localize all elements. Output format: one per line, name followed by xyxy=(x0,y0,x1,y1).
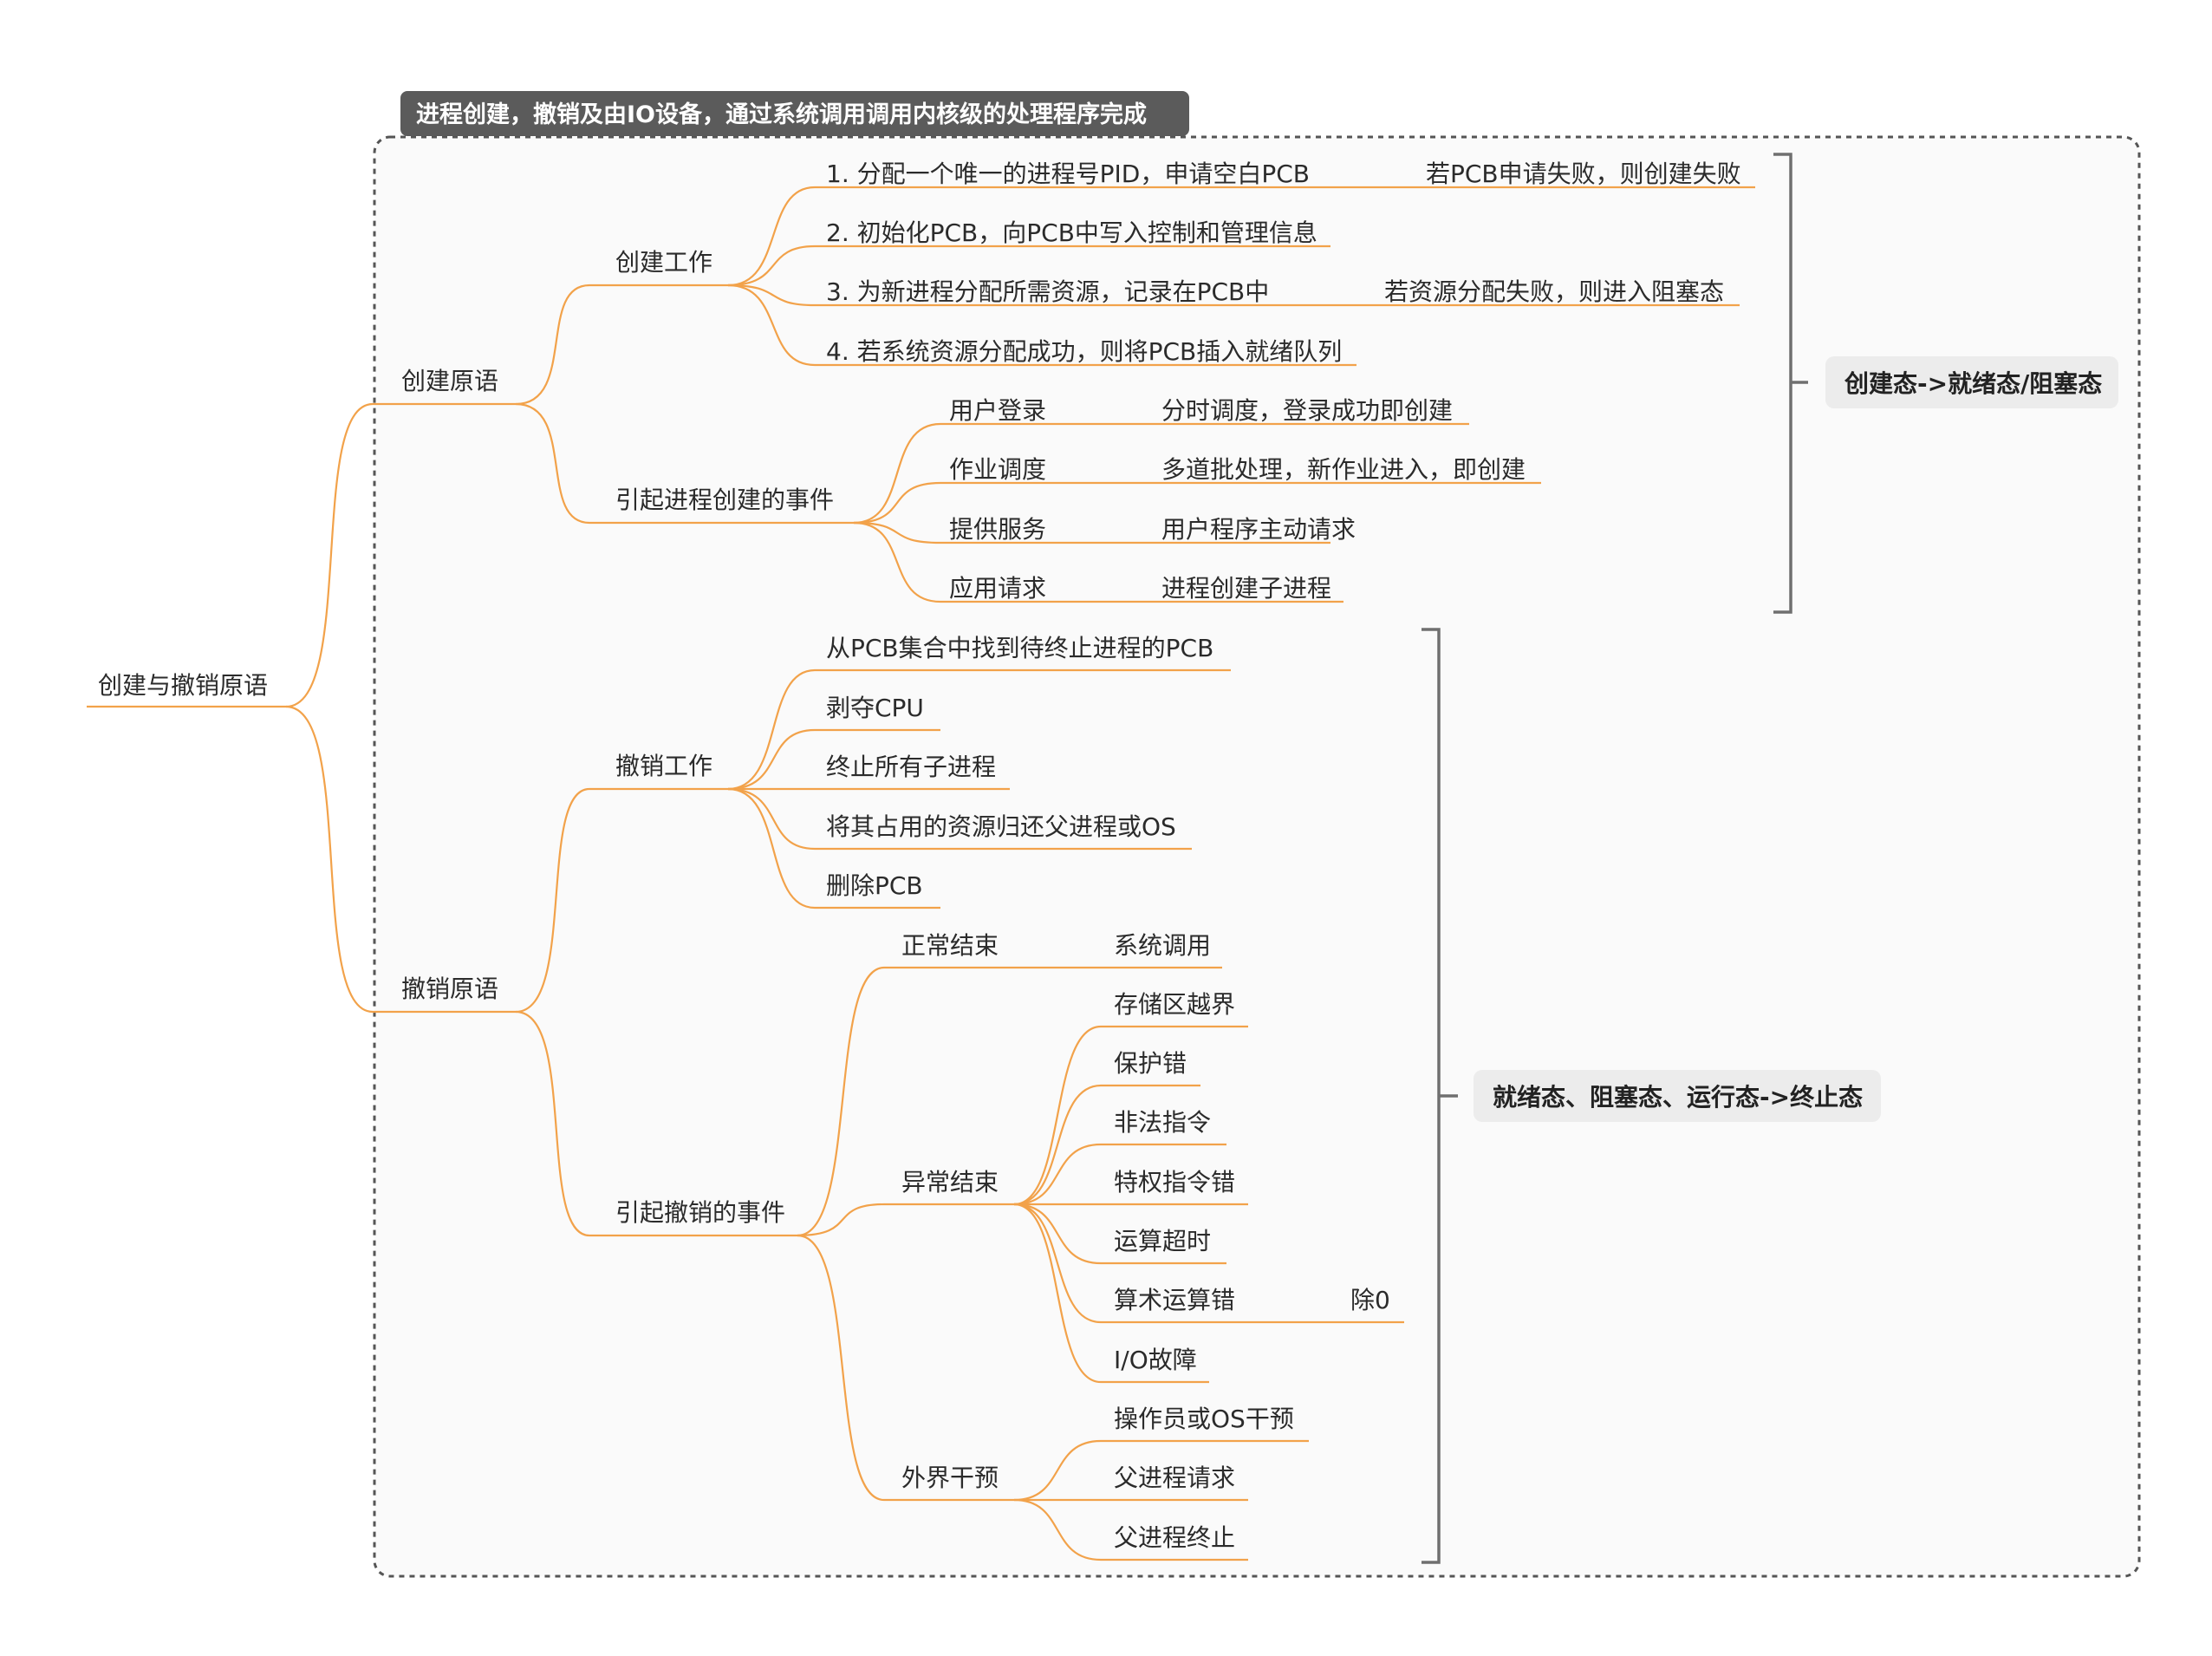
connector-ab-5 xyxy=(1013,1203,1102,1265)
connector-ab-7 xyxy=(1013,1203,1102,1384)
create-step-2[interactable]: 2. 初始化PCB，向PCB中写入控制和管理信息 xyxy=(826,218,1317,247)
destroy-step-5[interactable]: 删除PCB xyxy=(826,871,923,900)
destroy-node[interactable]: 撤销原语 xyxy=(401,975,498,1003)
connector-ab-2 xyxy=(1013,1084,1102,1206)
connector-cw-4 xyxy=(727,284,816,367)
abnormal-item-1[interactable]: 存储区越界 xyxy=(1114,990,1235,1019)
create-summary-bracket xyxy=(1773,153,1808,614)
abnormal-item-3[interactable]: 非法指令 xyxy=(1114,1108,1211,1137)
destroy-step-4[interactable]: 将其占用的资源归还父进程或OS xyxy=(826,812,1176,841)
create-node[interactable]: 创建原语 xyxy=(401,367,498,395)
connector-de-normal xyxy=(797,966,885,1237)
connector-dw-5 xyxy=(727,787,816,909)
create-events-node[interactable]: 引起进程创建的事件 xyxy=(615,486,834,514)
create-event-4-detail[interactable]: 进程创建子进程 xyxy=(1161,574,1331,603)
destroy-summary-bracket xyxy=(1422,628,1458,1564)
abnormal-item-7[interactable]: I/O故障 xyxy=(1114,1346,1197,1374)
connector-create-events xyxy=(515,402,590,525)
connector-ce-4 xyxy=(853,521,941,603)
abnormal-item-6[interactable]: 算术运算错 xyxy=(1114,1286,1235,1314)
underlines xyxy=(87,186,1755,1561)
normal-end-item-1[interactable]: 系统调用 xyxy=(1114,931,1211,960)
connector-root-create xyxy=(285,402,374,708)
connector-dw-1 xyxy=(727,668,816,791)
destroy-work-node[interactable]: 撤销工作 xyxy=(615,752,712,780)
create-step-3[interactable]: 3. 为新进程分配所需资源，记录在PCB中 xyxy=(826,277,1269,306)
create-step-1-note[interactable]: 若PCB申请失败，则创建失败 xyxy=(1426,160,1741,188)
connector-ab-1 xyxy=(1013,1025,1102,1206)
connector-ab-3 xyxy=(1013,1143,1102,1206)
connector-create-work xyxy=(515,284,590,406)
create-summary[interactable]: 创建态->就绪态/阻塞态 xyxy=(1844,369,2102,398)
connector-dw-4 xyxy=(727,787,816,851)
connector-ab-6 xyxy=(1013,1203,1102,1324)
connector-ce-2 xyxy=(853,481,941,525)
connector-dw-2 xyxy=(727,728,816,791)
node-labels: 创建与撤销原语 创建原语 创建工作 1. 分配一个唯一的进程号PID，申请空白P… xyxy=(98,160,1741,1552)
external-item-2[interactable]: 父进程请求 xyxy=(1114,1464,1235,1492)
connector-ce-1 xyxy=(853,422,941,525)
create-step-1[interactable]: 1. 分配一个唯一的进程号PID，申请空白PCB xyxy=(826,160,1310,188)
create-event-1[interactable]: 用户登录 xyxy=(949,396,1046,425)
abnormal-item-2[interactable]: 保护错 xyxy=(1114,1049,1187,1078)
connector-de-abnormal xyxy=(797,1203,885,1237)
create-event-2-detail[interactable]: 多道批处理，新作业进入，即创建 xyxy=(1161,455,1526,484)
connectors xyxy=(285,186,1102,1561)
connector-cw-3 xyxy=(727,284,816,307)
connector-root-destroy xyxy=(285,705,374,1014)
create-event-3[interactable]: 提供服务 xyxy=(949,515,1046,544)
connector-ex-1 xyxy=(1013,1439,1102,1502)
connector-cw-2 xyxy=(727,244,816,287)
boundary-frame xyxy=(373,135,2141,1578)
connector-destroy-work xyxy=(515,787,590,1014)
boundary-title[interactable]: 进程创建，撤销及由IO设备，通过系统调用调用内核级的处理程序完成 xyxy=(416,101,1147,128)
connector-ce-3 xyxy=(853,521,941,544)
root-node[interactable]: 创建与撤销原语 xyxy=(98,671,268,700)
create-work-node[interactable]: 创建工作 xyxy=(615,248,712,277)
create-summary-box xyxy=(1825,356,2118,408)
abnormal-end-node[interactable]: 异常结束 xyxy=(901,1168,999,1196)
destroy-summary[interactable]: 就绪态、阻塞态、运行态->终止态 xyxy=(1493,1083,1863,1112)
destroy-step-3[interactable]: 终止所有子进程 xyxy=(826,753,996,781)
create-event-3-detail[interactable]: 用户程序主动请求 xyxy=(1161,515,1356,544)
abnormal-item-6-note[interactable]: 除0 xyxy=(1350,1286,1390,1314)
connector-de-external xyxy=(797,1234,885,1502)
normal-end-node[interactable]: 正常结束 xyxy=(901,931,999,960)
boundary-title-tab xyxy=(400,91,1189,136)
connector-destroy-events xyxy=(515,1010,590,1237)
create-event-1-detail[interactable]: 分时调度，登录成功即创建 xyxy=(1161,396,1453,425)
external-item-3[interactable]: 父进程终止 xyxy=(1114,1523,1235,1552)
create-event-4[interactable]: 应用请求 xyxy=(949,574,1046,603)
destroy-summary-box xyxy=(1474,1070,1881,1122)
destroy-step-2[interactable]: 剥夺CPU xyxy=(826,694,924,722)
create-step-4[interactable]: 4. 若系统资源分配成功，则将PCB插入就绪队列 xyxy=(826,337,1342,366)
connector-ex-3 xyxy=(1013,1498,1102,1561)
external-item-1[interactable]: 操作员或OS干预 xyxy=(1114,1405,1294,1433)
create-event-2[interactable]: 作业调度 xyxy=(949,455,1046,484)
destroy-step-1[interactable]: 从PCB集合中找到待终止进程的PCB xyxy=(826,634,1213,662)
destroy-events-node[interactable]: 引起撤销的事件 xyxy=(615,1198,785,1227)
abnormal-item-4[interactable]: 特权指令错 xyxy=(1114,1168,1235,1196)
create-step-3-note[interactable]: 若资源分配失败，则进入阻塞态 xyxy=(1384,277,1724,306)
external-node[interactable]: 外界干预 xyxy=(901,1464,999,1492)
connector-cw-1 xyxy=(727,186,816,287)
abnormal-item-5[interactable]: 运算超时 xyxy=(1114,1227,1211,1255)
